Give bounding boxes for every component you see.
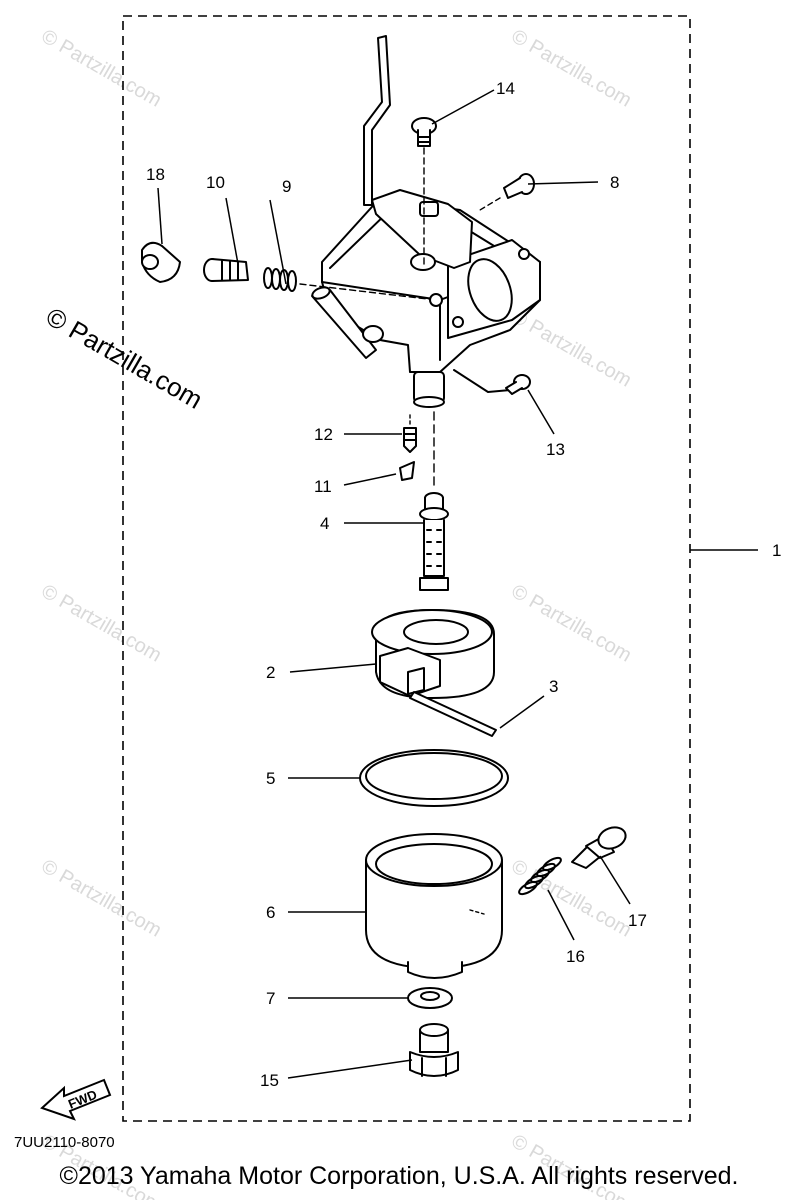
callout-12: 12 bbox=[314, 425, 333, 444]
callout-13: 13 bbox=[546, 440, 565, 459]
watermark: © Partzilla.com bbox=[508, 25, 636, 111]
watermark: © Partzilla.com bbox=[38, 580, 166, 666]
assembly-boundary bbox=[122, 15, 691, 1122]
callout-2: 2 bbox=[266, 663, 275, 682]
watermark-group: © Partzilla.com © Partzilla.com © Partzi… bbox=[38, 25, 636, 1200]
callout-6: 6 bbox=[266, 903, 275, 922]
callout-3: 3 bbox=[549, 677, 558, 696]
leader-lines bbox=[157, 89, 758, 1079]
part-12-needle-valve bbox=[403, 414, 417, 453]
part-8-screw bbox=[503, 173, 535, 199]
part-17-screw bbox=[571, 826, 627, 869]
callout-7: 7 bbox=[266, 989, 275, 1008]
part-13-screw bbox=[505, 374, 531, 395]
part-14-screw bbox=[411, 117, 437, 147]
part-15-drain-bolt bbox=[409, 1023, 459, 1077]
fwd-arrow-icon: FWD bbox=[40, 1078, 112, 1121]
callout-11: 11 bbox=[314, 477, 332, 496]
callout-10: 10 bbox=[206, 173, 225, 192]
callouts: 1 2 3 4 5 6 7 8 9 10 11 12 13 14 15 16 1… bbox=[146, 79, 781, 1090]
part-18-clip bbox=[141, 241, 181, 283]
callout-5: 5 bbox=[266, 769, 275, 788]
part-7-washer bbox=[407, 987, 453, 1009]
watermark: © Partzilla.com bbox=[38, 25, 166, 111]
part-11-clip bbox=[399, 461, 415, 481]
part-9-spring bbox=[263, 267, 297, 292]
callout-8: 8 bbox=[610, 173, 619, 192]
part-4-main-jet bbox=[419, 411, 449, 591]
fwd-label: FWD bbox=[66, 1087, 99, 1112]
callout-18: 18 bbox=[146, 165, 165, 184]
part-10-screw bbox=[203, 258, 249, 282]
copyright-notice: ©2013 Yamaha Motor Corporation, U.S.A. A… bbox=[59, 1162, 739, 1190]
part-5-gasket bbox=[359, 749, 509, 807]
part-3-float-pin bbox=[409, 691, 497, 737]
callout-15: 15 bbox=[260, 1071, 279, 1090]
callout-4: 4 bbox=[320, 514, 329, 533]
watermark: © Partzilla.com bbox=[38, 855, 166, 941]
part-16-spring bbox=[518, 856, 562, 896]
watermark: © Partzilla.com bbox=[508, 580, 636, 666]
part-2-float bbox=[371, 609, 495, 699]
choke-lever-rod bbox=[363, 35, 391, 206]
callout-16: 16 bbox=[566, 947, 585, 966]
callout-9: 9 bbox=[282, 177, 291, 196]
callout-14: 14 bbox=[496, 79, 515, 98]
callout-17: 17 bbox=[628, 911, 647, 930]
callout-1: 1 bbox=[772, 541, 781, 560]
part-6-float-bowl bbox=[365, 833, 503, 979]
watermark-large: © Partzilla.com bbox=[41, 301, 208, 415]
watermark: © Partzilla.com bbox=[508, 855, 636, 941]
diagram-code: 7UU2110-8070 bbox=[14, 1134, 115, 1151]
